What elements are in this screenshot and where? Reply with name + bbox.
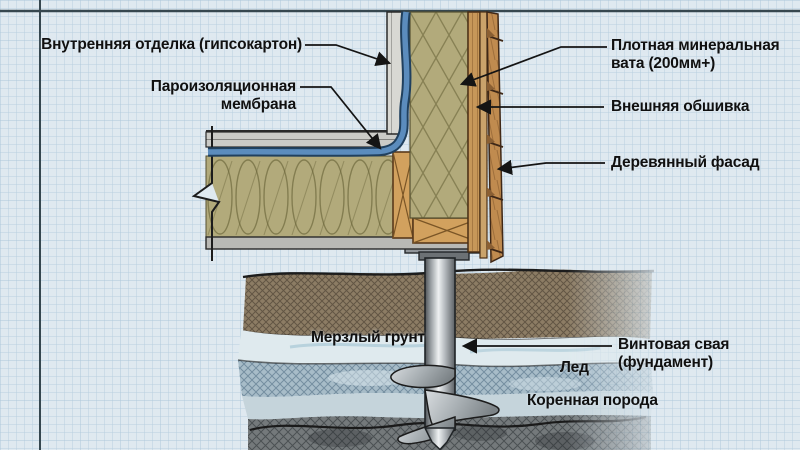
furring-strip <box>479 11 488 259</box>
label-mineral-wool: Плотная минеральная вата (200мм+) <box>611 37 780 72</box>
pile-helix-blade-upper <box>390 364 456 389</box>
label-exterior-sheathing: Внешняя обшивка <box>611 98 750 115</box>
leader-vapor-membrane <box>300 86 382 150</box>
siding-boards <box>486 11 504 264</box>
label-interior-finish: Внутренняя отделка (гипсокартон) <box>41 36 302 53</box>
label-frozen-ground: Мерзлый грунт <box>311 329 425 346</box>
wall-section <box>207 11 504 264</box>
siding-step-notches <box>487 28 495 250</box>
leader-wood-facade <box>496 159 605 175</box>
break-line <box>191 126 221 261</box>
bedrock-top-line <box>249 415 647 432</box>
label-ice: Лед <box>560 359 589 376</box>
leader-lines <box>300 44 612 354</box>
pile-helix-blade-front <box>424 389 500 427</box>
leader-interior-finish <box>305 44 392 67</box>
vapor-membrane <box>207 11 410 155</box>
label-vapor-membrane: Пароизоляционная мембрана <box>150 78 296 113</box>
pile-tip <box>423 427 457 450</box>
label-wood-facade: Деревянный фасад <box>611 154 760 171</box>
label-bedrock: Коренная порода <box>527 392 658 409</box>
leader-mineral-wool <box>459 46 607 87</box>
label-screw-pile: Винтовая свая (фундамент) <box>618 336 730 371</box>
